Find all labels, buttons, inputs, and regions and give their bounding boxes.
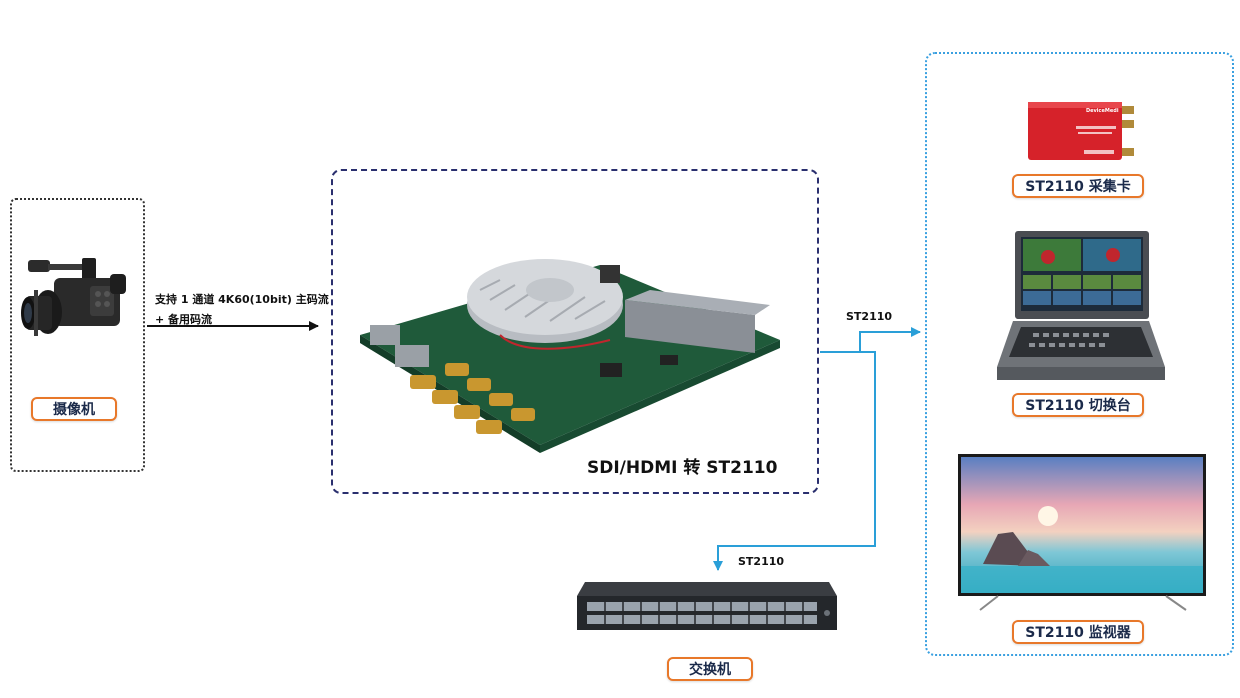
input-link-text-line1: 支持 1 通道 4K60(10bit) 主码流 [155,293,329,306]
camera-image [21,258,126,336]
camera-group-box [10,198,145,472]
capture-card-brand: DeviceMedi [1086,108,1119,114]
converter-board-box [331,169,819,494]
switch-label: 交换机 [667,657,753,681]
input-link-text-line2: + 备用码流 [155,313,213,326]
board-to-outputs-arrow [820,327,921,353]
board-title: SDI/HDMI 转 ST2110 [587,458,778,478]
outputs-group-box [925,52,1234,656]
output-label-switcher: ST2110 切换台 [1012,393,1144,417]
capture-card-image: DeviceMedi [1028,102,1134,160]
link-label-to-switch: ST2110 [738,555,785,568]
output-label-monitor: ST2110 监视器 [1012,620,1144,644]
network-switch-image [577,582,837,630]
converter-board-image [360,259,780,453]
production-switcher-image [997,231,1165,380]
monitor-image [958,454,1206,611]
camera-label: 摄像机 [31,397,117,421]
output-label-capture-card: ST2110 采集卡 [1012,174,1144,198]
board-to-switch-arrow [713,351,876,571]
link-label-to-outputs: ST2110 [846,310,893,323]
